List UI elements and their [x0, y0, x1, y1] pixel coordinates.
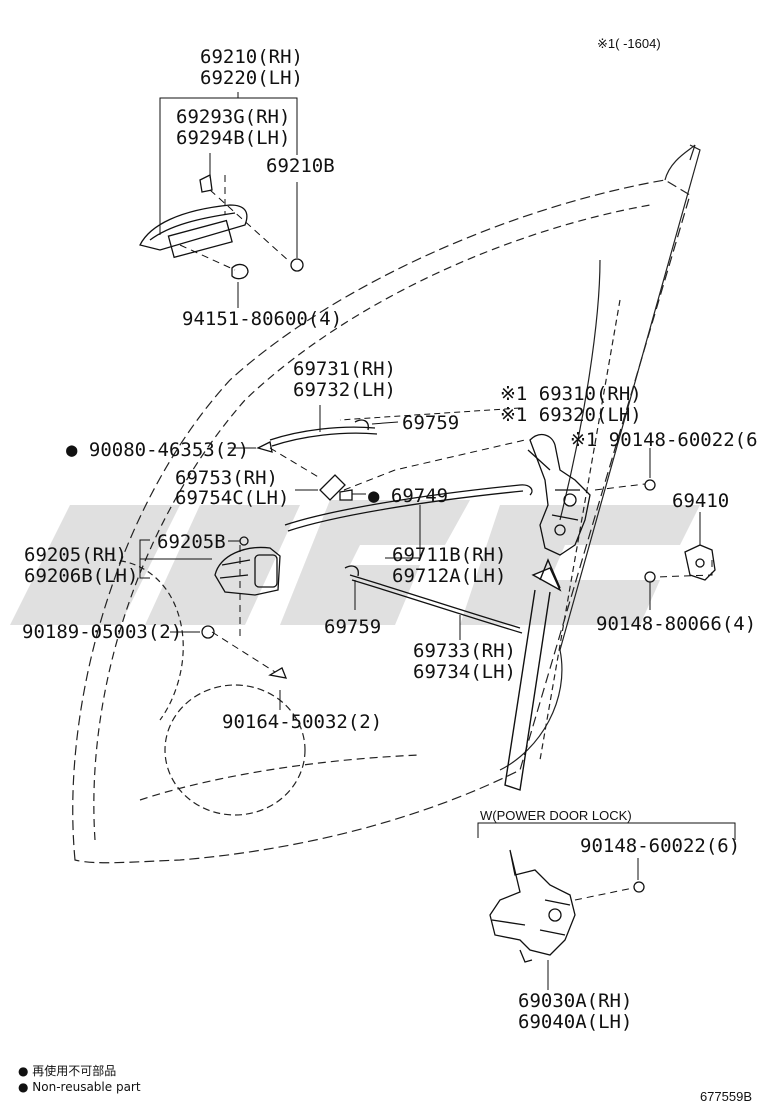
- label-lock-lh: ※1 69320(LH): [500, 404, 642, 426]
- label-rod-lh: 69732(LH): [293, 379, 396, 401]
- label-cable-lh: 69712A(LH): [392, 565, 506, 587]
- label-lock-rh: ※1 69310(RH): [500, 383, 642, 405]
- label-link-rh: 69753(RH): [175, 467, 278, 489]
- label-link-lh: 69754C(LH): [175, 487, 289, 509]
- label-inner-lh: 69206B(LH): [24, 565, 138, 587]
- diagram-code: 677559B: [699, 1089, 752, 1104]
- door-frame-outline: [72, 144, 701, 864]
- label-screw-50032: 90164-50032(2): [222, 711, 382, 733]
- channel-rail: [504, 558, 562, 791]
- note-top: ※1( -1604): [597, 36, 661, 51]
- dashed-connections: [179, 175, 713, 901]
- label-cover-lh: 69294B(LH): [176, 127, 290, 149]
- legend-non-reusable-cn: ● 再使用不可部品: [18, 1064, 117, 1078]
- label-screw-80066: 90148-80066(4): [596, 613, 756, 635]
- label-power-lock-rh: 69030A(RH): [518, 990, 632, 1012]
- label-power-screw: 90148-60022(6): [580, 835, 740, 857]
- label-cover-rh: 69293G(RH): [176, 106, 290, 128]
- legend-non-reusable-en: ● Non-reusable part: [18, 1080, 141, 1094]
- label-rod-rh: 69731(RH): [293, 358, 396, 380]
- label-bolt-46353: ● 90080-46353(2): [66, 439, 249, 461]
- label-nut: 94151-80600(4): [182, 308, 342, 330]
- label-power-lock-lh: 69040A(LH): [518, 1011, 632, 1033]
- power-lock-assembly: [489, 849, 576, 963]
- label-bolt-05003: 90189-05003(2): [22, 621, 182, 643]
- leader-lines: [139, 92, 736, 990]
- label-striker: 69410: [672, 490, 729, 512]
- label-rod2-rh: 69733(RH): [413, 640, 516, 662]
- label-inner-b: 69205B: [157, 531, 226, 553]
- label-cable-rh: 69711B(RH): [392, 544, 506, 566]
- rods-and-cables: [269, 419, 533, 634]
- label-inner-rh: 69205(RH): [24, 544, 127, 566]
- label-clip-bottom: 69759: [324, 616, 381, 638]
- label-rod2-lh: 69734(LH): [413, 661, 516, 683]
- label-screw-lock: ※1 90148-60022(6): [570, 429, 760, 451]
- label-power-lock-title: W(POWER DOOR LOCK): [480, 808, 632, 823]
- outside-handle: [139, 174, 304, 280]
- label-handle-lh: 69220(LH): [200, 67, 303, 89]
- label-clip-69749: ● 69749: [368, 485, 448, 507]
- label-handle-b: 69210B: [266, 155, 335, 177]
- door-lock-assembly: [527, 433, 591, 556]
- label-clip-top: 69759: [402, 412, 459, 434]
- label-handle-rh: 69210(RH): [200, 46, 303, 68]
